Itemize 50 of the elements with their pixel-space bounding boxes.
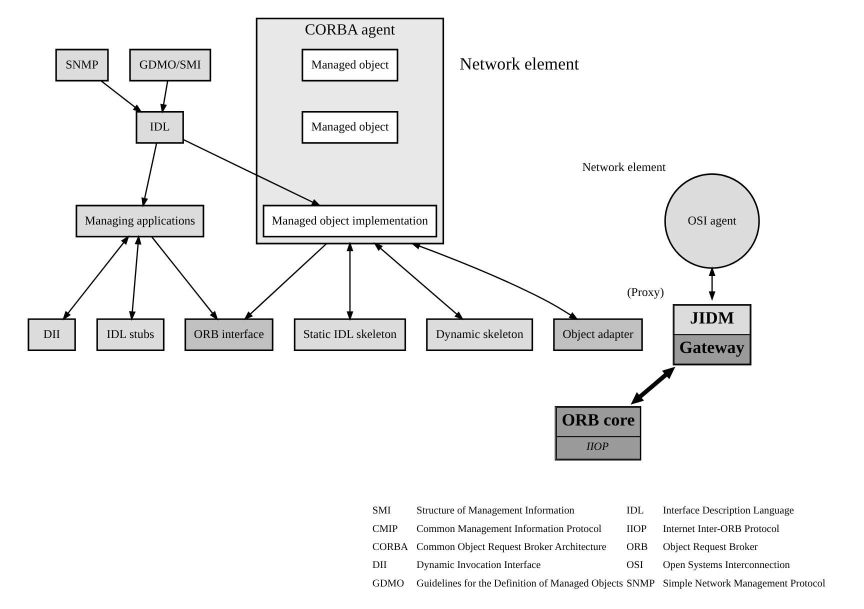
- node-label: Network element: [582, 160, 666, 174]
- label: Interface Description Language: [662, 506, 794, 517]
- label: ORB: [626, 542, 648, 553]
- node-box: Dynamic skeleton: [426, 318, 533, 352]
- label: Common Management Information Protocol: [416, 524, 602, 535]
- arrow: [150, 236, 218, 320]
- label: Network element: [459, 54, 579, 74]
- label: CORBA: [372, 542, 408, 553]
- arrow: [630, 366, 675, 405]
- label: Common Object Request Broker Architecture: [416, 542, 606, 553]
- label: OSI: [626, 560, 643, 572]
- label: SMI: [372, 506, 390, 517]
- arrow: [140, 142, 157, 208]
- label: IDL: [626, 506, 644, 517]
- label: Guidelines for the Definition of Managed Objects: [416, 578, 623, 590]
- arrow: [346, 242, 353, 321]
- label: Dynamic Invocation Interface: [416, 560, 540, 572]
- arrow: [410, 242, 578, 320]
- arrow: [100, 80, 142, 113]
- node-box: SNMP: [54, 48, 108, 82]
- label: SNMP: [626, 578, 654, 590]
- node-box: DII: [27, 318, 76, 352]
- node-box: Static IDL skeleton: [293, 318, 406, 352]
- arrow: [160, 80, 168, 114]
- arrow: [373, 242, 464, 320]
- label: Simple Network Management Protocol: [662, 578, 825, 590]
- arrow: [62, 235, 129, 320]
- node-box: Managed object: [301, 48, 398, 82]
- arrow: [708, 266, 715, 301]
- node-box: Managed object: [301, 111, 398, 144]
- node-box: Object adapter: [552, 318, 642, 352]
- arrow: [128, 234, 141, 321]
- label: Internet Inter-ORB Protocol: [662, 524, 779, 535]
- node-box: ORB interface: [184, 318, 273, 352]
- label: Object Request Broker: [662, 542, 758, 553]
- arrow: [182, 139, 321, 206]
- label: Structure of Management Information: [416, 506, 574, 517]
- node-box: IDL stubs: [96, 318, 164, 352]
- label: CMIP: [372, 524, 398, 535]
- node-label: (Proxy): [626, 284, 664, 299]
- node-box: GDMO/SMI: [128, 48, 211, 82]
- arrow: [243, 243, 327, 320]
- node-box: IDL: [135, 111, 184, 144]
- node-circle: OSI agent: [664, 173, 760, 269]
- node-box: Managed object implementation: [262, 204, 437, 238]
- label: DII: [372, 560, 386, 572]
- label: Open Systems Interconnection: [662, 560, 790, 572]
- node-box: Managing applications: [75, 204, 204, 238]
- label: IIOP: [626, 524, 646, 535]
- label: GDMO: [372, 578, 404, 590]
